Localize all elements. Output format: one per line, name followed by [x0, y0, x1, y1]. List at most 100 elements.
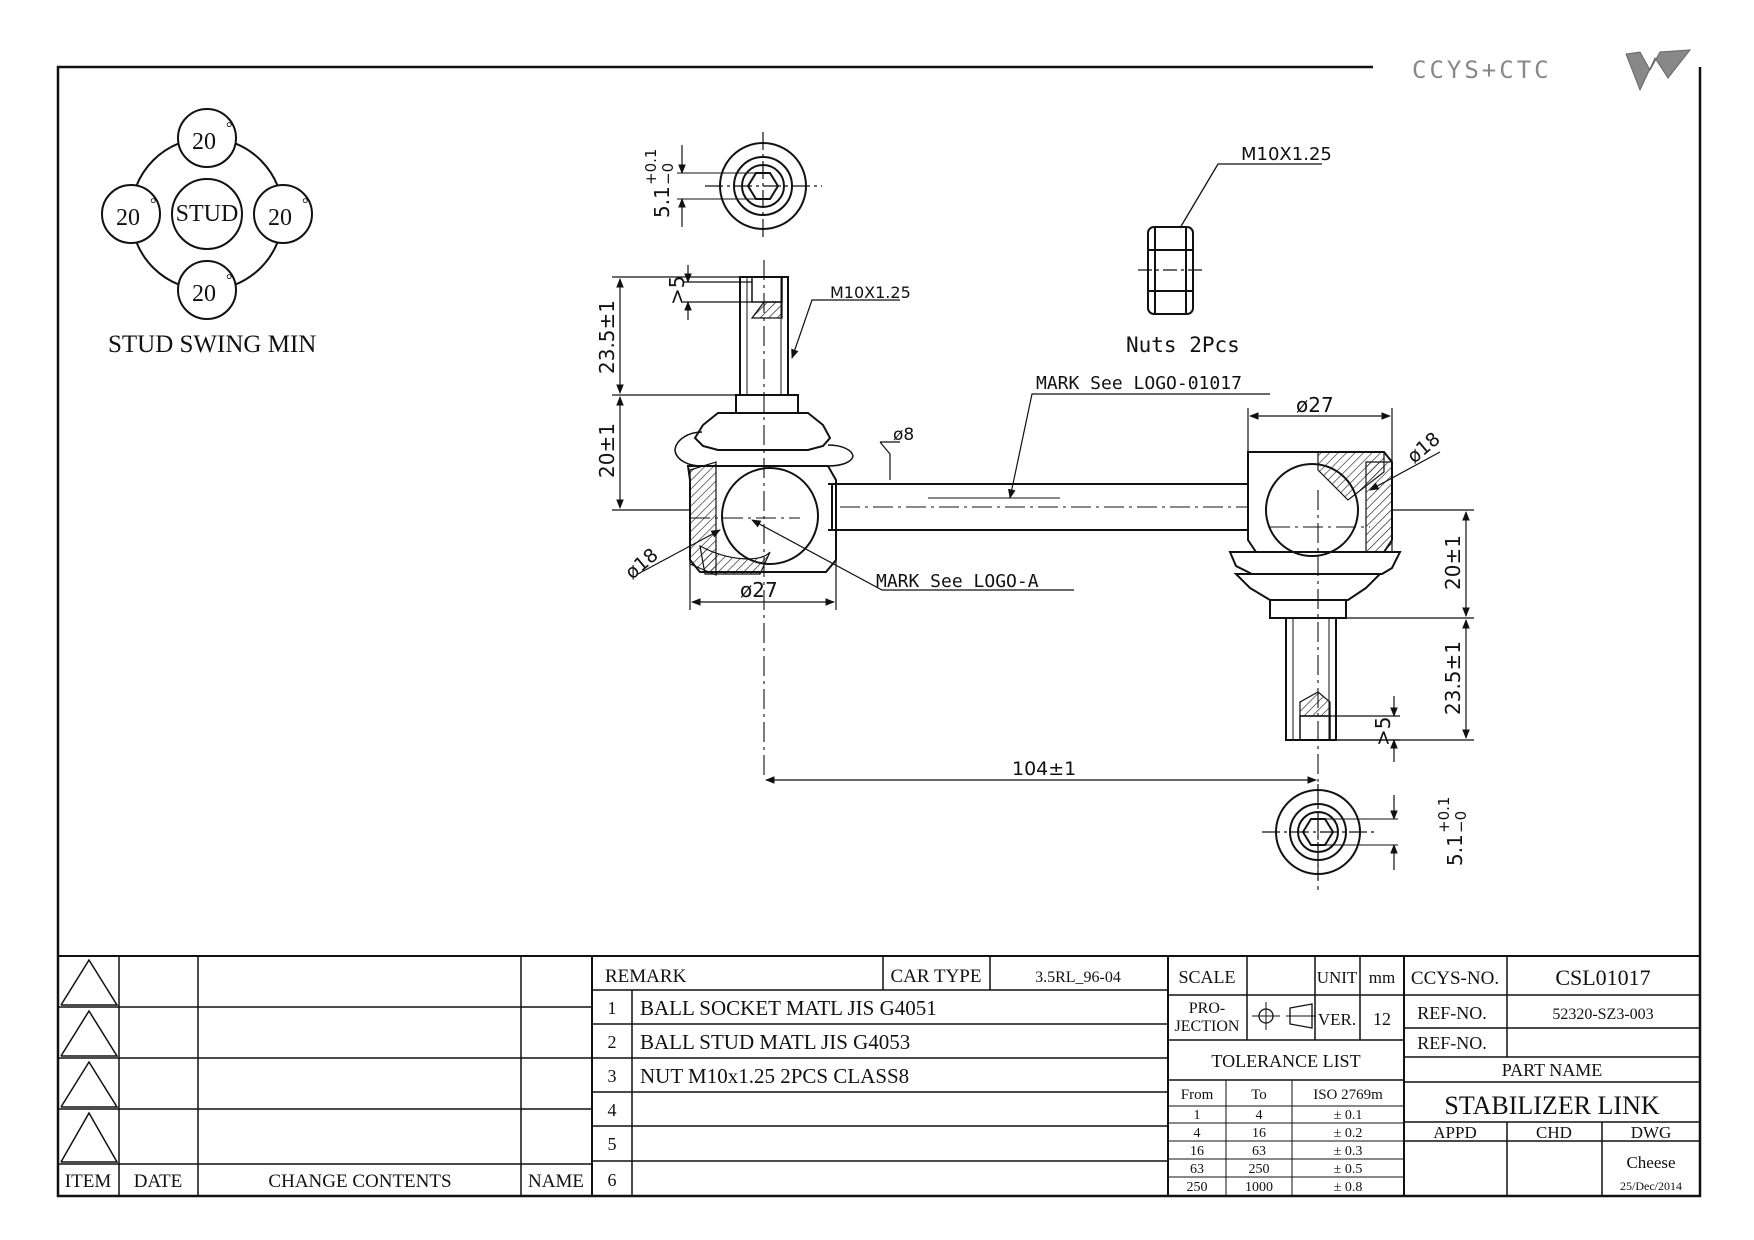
col-change-contents: CHANGE CONTENTS: [268, 1171, 451, 1192]
dim-gt5-top: >5: [665, 276, 689, 305]
tol-from: 63: [1190, 1162, 1204, 1177]
col-name: NAME: [528, 1171, 584, 1192]
chd-label: CHD: [1536, 1123, 1572, 1142]
tol-from: 1: [1194, 1108, 1201, 1123]
nut-thread-callout: M10X1.25: [1241, 144, 1332, 165]
tolerance-block: SCALE UNIT mm PRO- JECTION VER. 12 TOLER…: [1175, 967, 1396, 1195]
tol-to: 4: [1256, 1108, 1263, 1123]
unit-value: mm: [1369, 968, 1395, 987]
tol-from: 4: [1194, 1126, 1201, 1141]
ball-dia-left: ø18: [621, 544, 663, 584]
svg-text:−0: −0: [659, 163, 677, 185]
degree-top: °: [226, 120, 232, 137]
tol-to: 63: [1252, 1144, 1266, 1159]
degree-right: °: [302, 196, 308, 213]
angle-top: 20: [192, 129, 216, 155]
ball-dia-right: ø18: [1403, 428, 1445, 468]
remark-header: REMARK: [605, 966, 687, 987]
nuts-qty-label: Nuts 2Pcs: [1126, 333, 1240, 357]
tol-to: 250: [1249, 1162, 1270, 1177]
svg-text:ø18: ø18: [1403, 428, 1445, 468]
svg-text:+0.1: +0.1: [642, 149, 660, 185]
mark-logo-a-callout: MARK See LOGO-A: [876, 571, 1039, 592]
svg-text:>5: >5: [1371, 717, 1395, 746]
bottom-hex-end-view: [1262, 784, 1398, 880]
ref-no-label-1: REF-NO.: [1417, 1003, 1487, 1023]
stud-swing-diagram: STUD 20 ° 20 ° 20 ° 20 ° STUD SWING MIN: [101, 108, 316, 358]
dwg-date: 25/Dec/2014: [1620, 1179, 1682, 1193]
ccys-no-value: CSL01017: [1555, 965, 1650, 990]
dwg-label: DWG: [1631, 1123, 1672, 1142]
remark-text: NUT M10x1.25 2PCS CLASS8: [640, 1064, 909, 1088]
rod-dia-label: ø8: [893, 425, 914, 445]
col-date: DATE: [134, 1171, 183, 1192]
tol-to: 16: [1252, 1126, 1266, 1141]
degree-left: °: [150, 196, 156, 213]
remark-text: BALL STUD MATL JIS G4053: [640, 1030, 910, 1054]
remark-no: 3: [608, 1066, 617, 1086]
svg-text:20±1: 20±1: [595, 423, 619, 478]
remark-no: 2: [608, 1032, 617, 1052]
logo-text: CCYS+CTC: [1412, 56, 1552, 84]
tolerance-title: TOLERANCE LIST: [1211, 1051, 1360, 1071]
remark-no: 4: [608, 1100, 617, 1120]
title-block-grid: [58, 955, 1700, 1196]
unit-label: UNIT: [1317, 968, 1358, 987]
svg-text:+0.1: +0.1: [1435, 797, 1453, 833]
tol-from: 250: [1187, 1180, 1208, 1195]
sheet-frame: [56, 65, 1702, 1198]
angle-bottom: 20: [192, 281, 216, 307]
socket-dia-left: ø27: [740, 578, 778, 602]
dim-hex-bottom: 5.1 +0.1 −0: [1435, 797, 1470, 866]
remark-no: 1: [608, 998, 617, 1018]
tol-value: ± 0.5: [1334, 1162, 1363, 1177]
ccys-no-label: CCYS-NO.: [1411, 968, 1499, 989]
part-name-value: STABILIZER LINK: [1444, 1091, 1659, 1120]
car-type-label: CAR TYPE: [891, 966, 982, 987]
top-hex-end-view: [677, 132, 822, 240]
projection-label-1: PRO-: [1189, 1000, 1225, 1017]
mark-logo-01017-callout: MARK See LOGO-01017: [1036, 373, 1242, 394]
svg-text:5.1: 5.1: [650, 186, 674, 218]
dim-gt5-bottom: >5: [1371, 717, 1395, 746]
dim-stud-len-left: 23.5±1: [595, 300, 619, 374]
ref-no-label-2: REF-NO.: [1417, 1033, 1487, 1053]
angle-left: 20: [116, 205, 140, 231]
tol-to: 1000: [1245, 1180, 1273, 1195]
thread-callout-top: M10X1.25: [830, 283, 911, 302]
tol-value: ± 0.2: [1334, 1126, 1363, 1141]
dim-stud-len-right: 23.5±1: [1441, 641, 1465, 715]
col-item: ITEM: [65, 1171, 112, 1192]
center-distance-label: 104±1: [1012, 758, 1076, 780]
dwg-name: Cheese: [1626, 1153, 1675, 1172]
scale-label: SCALE: [1178, 967, 1235, 987]
svg-text:>5: >5: [665, 276, 689, 305]
tol-from: 16: [1190, 1144, 1204, 1159]
stud-swing-caption: STUD SWING MIN: [108, 331, 316, 358]
remarks-table: REMARK CAR TYPE 3.5RL_96-04 1 BALL SOCKE…: [605, 966, 1121, 1190]
ver-value: 12: [1373, 1009, 1391, 1029]
tol-value: ± 0.1: [1334, 1108, 1363, 1123]
svg-text:23.5±1: 23.5±1: [1441, 641, 1465, 715]
center-lines: [690, 260, 1370, 890]
remark-text: BALL SOCKET MATL JIS G4051: [640, 996, 937, 1020]
part-title-block: CCYS-NO. CSL01017 REF-NO. 52320-SZ3-003 …: [1411, 965, 1682, 1193]
ver-label: VER.: [1318, 1010, 1356, 1029]
revision-table: ITEM DATE CHANGE CONTENTS NAME: [65, 1171, 584, 1192]
tol-value: ± 0.3: [1334, 1144, 1363, 1159]
socket-dia-right: ø27: [1296, 393, 1334, 417]
angle-right: 20: [268, 205, 292, 231]
svg-text:−0: −0: [1452, 811, 1470, 833]
svg-text:20±1: 20±1: [1441, 535, 1465, 590]
dimension-lines: [612, 265, 1474, 784]
degree-bottom: °: [226, 272, 232, 289]
svg-text:23.5±1: 23.5±1: [595, 300, 619, 374]
svg-text:ø18: ø18: [621, 544, 663, 584]
logo-mark-icon: [1625, 49, 1692, 92]
car-type-value: 3.5RL_96-04: [1035, 969, 1121, 986]
tol-value: ± 0.8: [1334, 1180, 1363, 1195]
nut-view: [1138, 163, 1322, 315]
projection-label-2: JECTION: [1175, 1018, 1240, 1035]
dim-height-right: 20±1: [1441, 535, 1465, 590]
